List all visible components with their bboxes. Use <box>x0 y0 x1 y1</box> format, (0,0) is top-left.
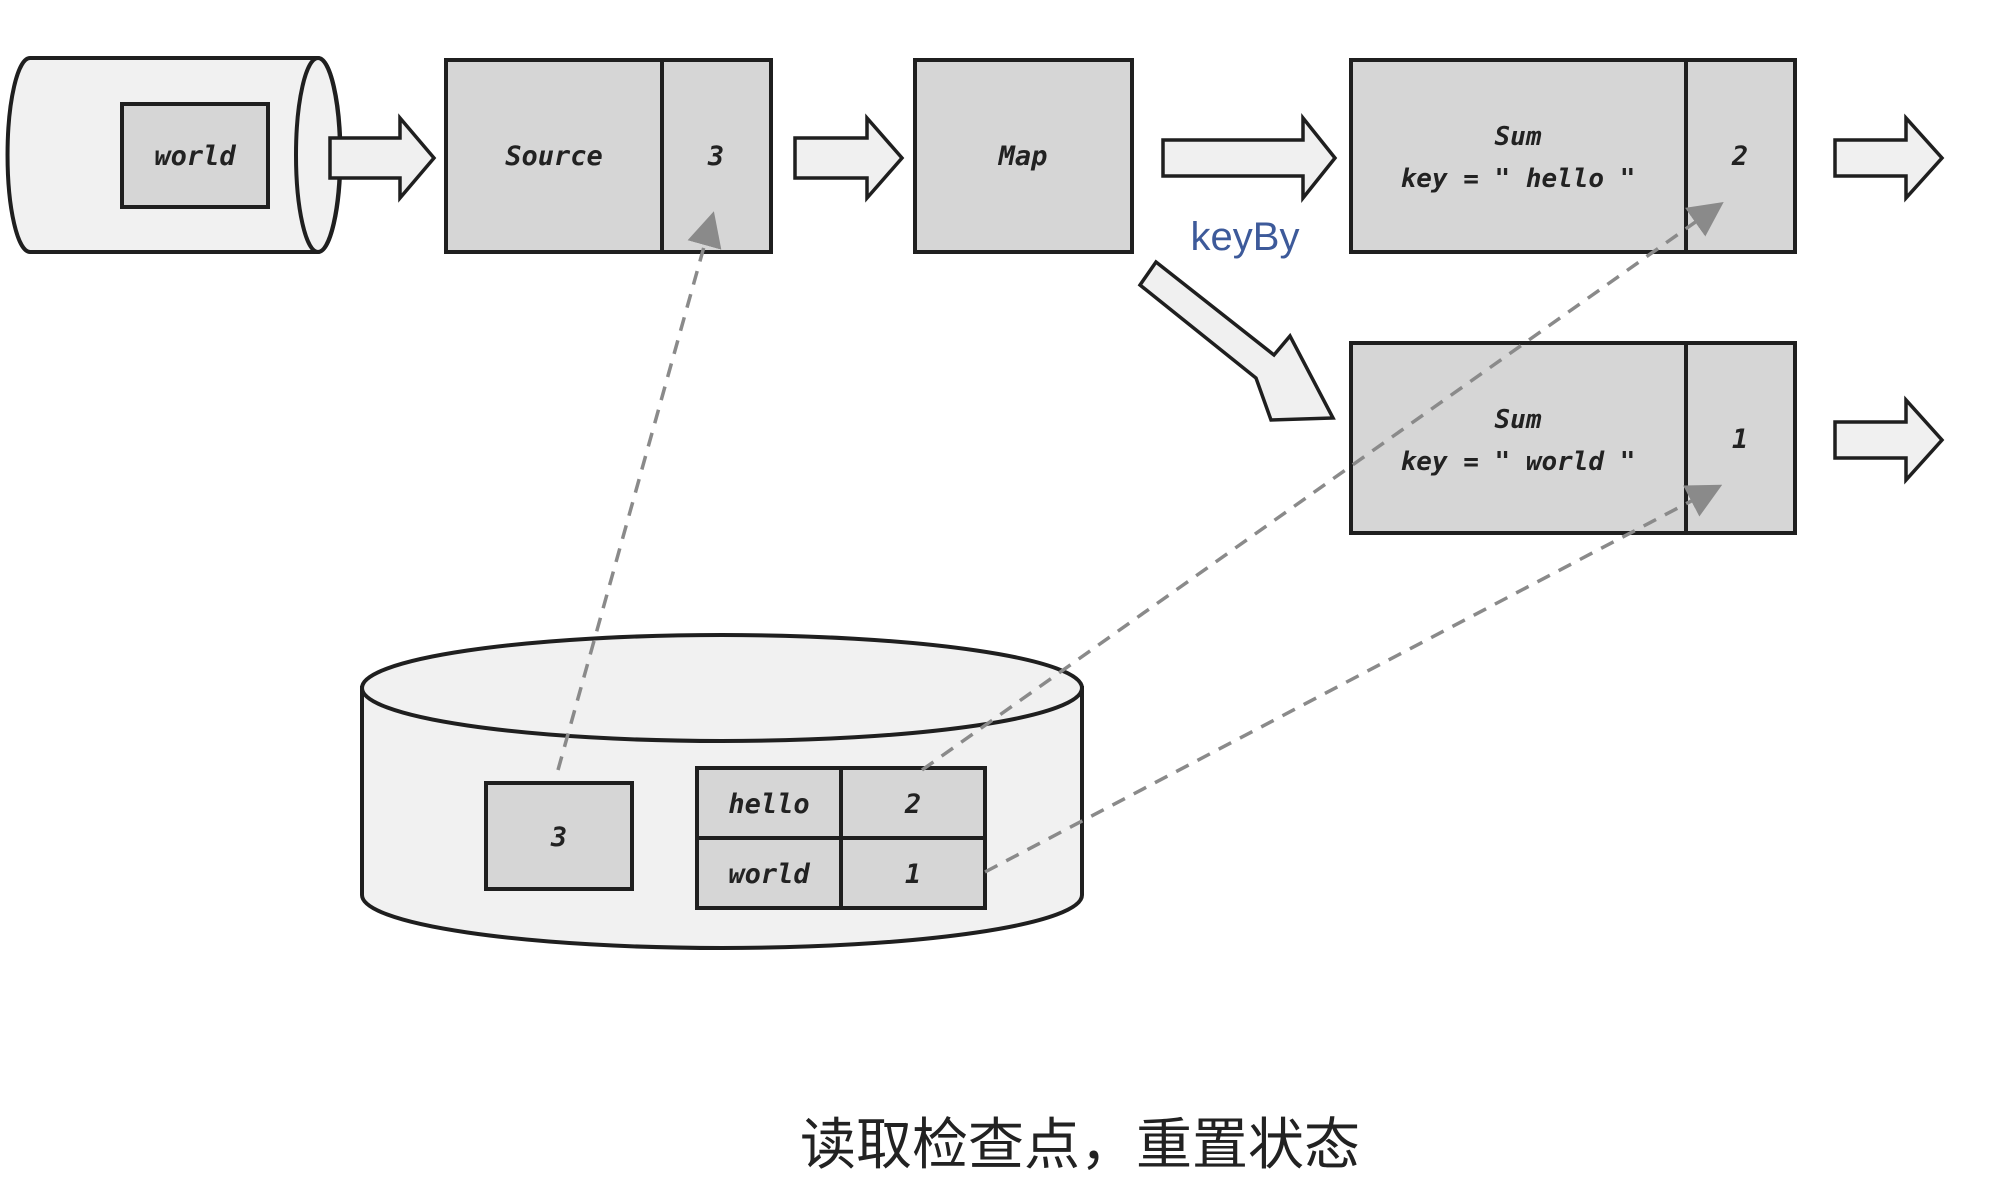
sum-hello-operator: Sum key = " hello " 2 <box>1349 58 1797 254</box>
sum-hello-state-value: 2 <box>1731 141 1748 172</box>
diagram-caption: 读取检查点，重置状态 <box>800 1113 1360 1178</box>
sum-world-state-value: 1 <box>1732 424 1748 455</box>
checkpoint-row-key: hello <box>728 789 809 820</box>
checkpoint-state-table: hello 2 world 1 <box>695 766 987 910</box>
sum-world-operator: Sum key = " world " 1 <box>1349 341 1797 535</box>
sum-world-title: Sum <box>1495 405 1542 435</box>
queue-record-label: world <box>154 141 236 172</box>
sum-hello-title: Sum <box>1495 122 1542 152</box>
checkpoint-row-key: world <box>728 859 810 890</box>
restore-line-hello <box>920 201 1724 772</box>
checkpoint-source-offset: 3 <box>550 822 567 853</box>
arrow-queue-to-source <box>328 113 437 203</box>
arrow-sum-world-output <box>1833 395 1945 485</box>
source-label: Source <box>505 141 603 172</box>
arrow-map-to-sum-world <box>1137 259 1336 422</box>
arrow-source-to-map <box>793 113 905 203</box>
map-operator: Map <box>913 58 1134 254</box>
checkpoint-row-value: 2 <box>904 789 921 820</box>
queue-record <box>120 102 270 209</box>
keyby-label: keyBy <box>1191 215 1300 259</box>
source-offset-value: 3 <box>707 141 724 172</box>
checkpoint-source-offset-cell <box>484 781 634 891</box>
input-queue: world <box>5 56 343 254</box>
arrow-sum-hello-output <box>1833 113 1945 203</box>
source-operator: Source 3 <box>444 58 773 254</box>
map-label: Map <box>998 141 1048 172</box>
sum-world-key: key = " world " <box>1401 447 1636 477</box>
checkpoint-storage: 3 hello 2 world 1 <box>360 633 1084 950</box>
restore-line-world <box>984 484 1723 874</box>
sum-hello-key: key = " hello " <box>1401 164 1636 194</box>
checkpoint-row-value: 1 <box>905 859 921 890</box>
arrow-map-to-sum-hello <box>1161 113 1338 203</box>
